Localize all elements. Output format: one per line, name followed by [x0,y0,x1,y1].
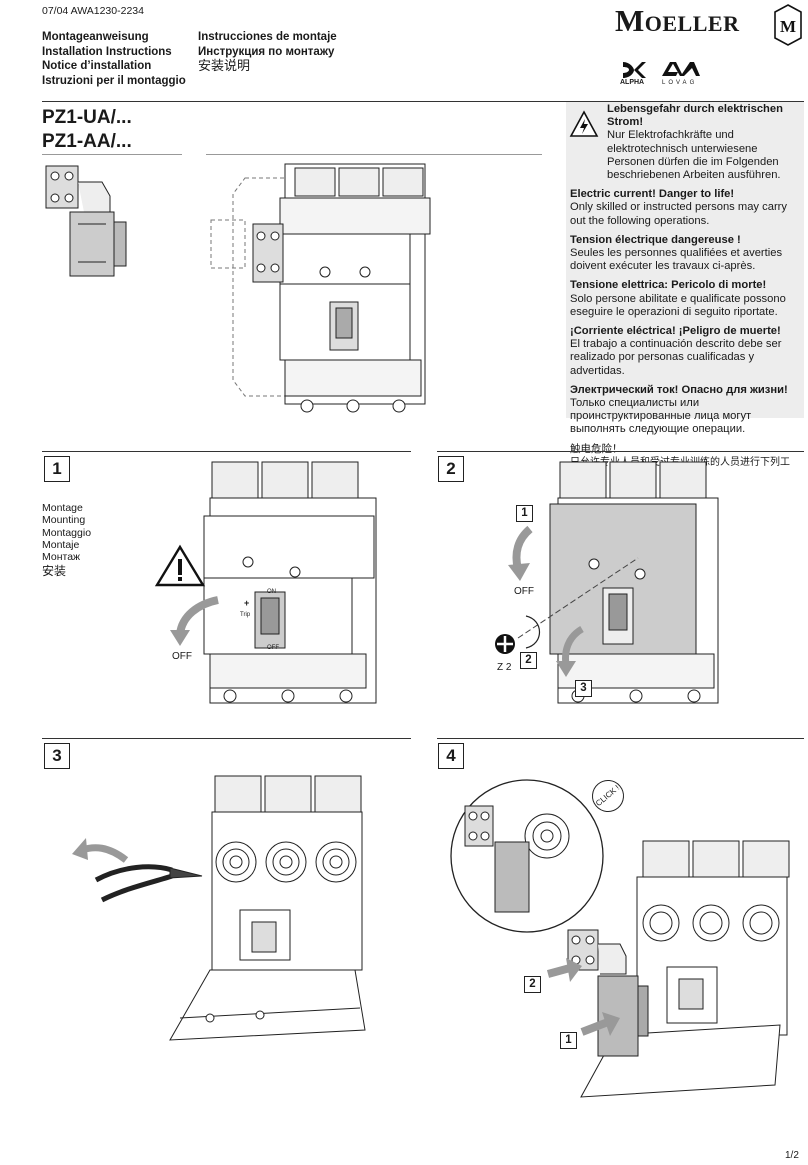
title-es: Instrucciones de montaje [198,31,337,43]
alpha-logo-icon [623,62,646,78]
label-it: Montaggio [42,526,92,539]
moeller-emblem-icon: M [774,4,802,46]
product-underline [42,154,182,155]
header-divider [42,101,804,102]
label-de: Montage [42,502,83,514]
product-name-2: PZ1-AA/... [42,131,132,152]
step4-push-arrow-2-icon [546,958,582,982]
step1-divider [42,451,411,452]
general-warning-icon [154,544,206,587]
title-ru: Инструкция по монтажу [198,45,335,58]
lovag-logo-text: LOVAG [662,80,698,86]
step4-number: 4 [438,743,464,769]
trip-mark: Trip [240,612,251,618]
warning-en-title: Electric current! Danger to life! [570,188,735,201]
screwdriver-icon [495,634,515,654]
step1-number: 1 [44,456,70,482]
alpha-logo-text: ALPHA [620,79,645,86]
title-en: Installation Instructions [42,45,172,58]
plus-mark: + [244,598,250,608]
lovag-logo-icon [662,62,700,76]
warning-es-body: El trabajo a continuación descrito debe … [570,338,782,377]
step2-substep-3: 3 [575,680,592,697]
step4-push-arrow-1-icon [580,1012,620,1036]
warning-zh-title: 触电危险！ [570,442,623,455]
label-es: Montaje [42,538,80,551]
title-de: Montageanweisung [42,31,149,43]
svg-text:M: M [780,17,796,36]
warning-fr-title: Tension électrique dangereuse ! [570,233,741,246]
warning-en-body: Only skilled or instructed persons may c… [570,201,787,227]
breaker-overview-illustration [210,163,431,413]
step2-rotate-arrow-icon [508,525,533,581]
product-names: PZ1-UA/... PZ1-AA/... [42,106,132,154]
title-fr: Notice d’installation [42,60,152,72]
title-it: Istruzioni per il montaggio [42,74,186,87]
step4-detail-circle-illustration [450,779,604,933]
step2-off-label: OFF [514,586,534,597]
step2-breaker-illustration [517,461,719,704]
step2-substep-2: 2 [520,652,537,669]
moeller-logo: Moeller [615,3,740,38]
step3-divider [42,738,411,739]
step4-contact-block-illustration [567,929,649,1057]
step3-number: 3 [44,743,70,769]
step4-substep-1: 1 [560,1032,577,1049]
step2-screw-arc-icon [525,615,541,649]
electric-warning-icon [569,110,599,137]
auxiliary-contact-illustration [45,165,127,277]
step2-z2-label: Z 2 [497,662,512,673]
warning-ru-title: Электрический ток! Опасно для жизни! [570,383,788,396]
drawing-underline [206,154,542,155]
step2-substep-1: 1 [516,505,533,522]
warning-de-title: Lebensgefahr durch elektrischen Strom! [607,103,783,129]
titles-left: Montageanweisung Installation Instructio… [42,30,186,88]
warning-it-body: Solo persone abilitate e qualificate pos… [570,292,786,318]
step1-rotate-arrow-icon [170,596,219,646]
warning-fr-body: Seules les personnes qualifiées et avert… [570,247,783,273]
product-name-1: PZ1-UA/... [42,107,132,128]
pliers-icon [94,864,203,903]
pull-arrow-icon [72,838,129,863]
step4-divider [437,738,804,739]
titles-right: Instrucciones de montaje Инструкция по м… [198,30,337,74]
step4-substep-2: 2 [524,976,541,993]
warning-it-title: Tensione elettrica: Pericolo di morte! [570,279,767,292]
label-zh: 安装 [42,564,67,579]
label-ru: Монтаж [42,551,81,564]
step1-labels: Montage Mounting Montaggio Montaje Монта… [42,502,91,578]
warning-ru-body: Только специалисты или проинструктирован… [570,397,752,436]
step2-number: 2 [438,456,464,482]
step2-divider [437,451,804,452]
step3-breaker-open-illustration [169,775,366,1041]
doc-code: 07/04 AWA1230-2234 [42,5,144,17]
on-mark: ON [267,589,276,595]
warning-box: Lebensgefahr durch elektrischen Strom! N… [566,102,804,481]
step2-lift-arrow-icon [556,625,584,677]
warning-es-title: ¡Corriente eléctrica! ¡Peligro de muerte… [570,325,781,338]
page-number: 1/2 [785,1150,799,1161]
step1-breaker-illustration [203,461,377,704]
step4-breaker-illustration [580,840,790,1098]
title-zh: 安装说明 [198,58,251,73]
label-en: Mounting [42,514,86,527]
step1-off-label: OFF [172,651,192,662]
warning-de-body: Nur Elektrofachkräfte und elektrotechnis… [607,129,781,182]
off-mark: OFF [267,645,279,651]
